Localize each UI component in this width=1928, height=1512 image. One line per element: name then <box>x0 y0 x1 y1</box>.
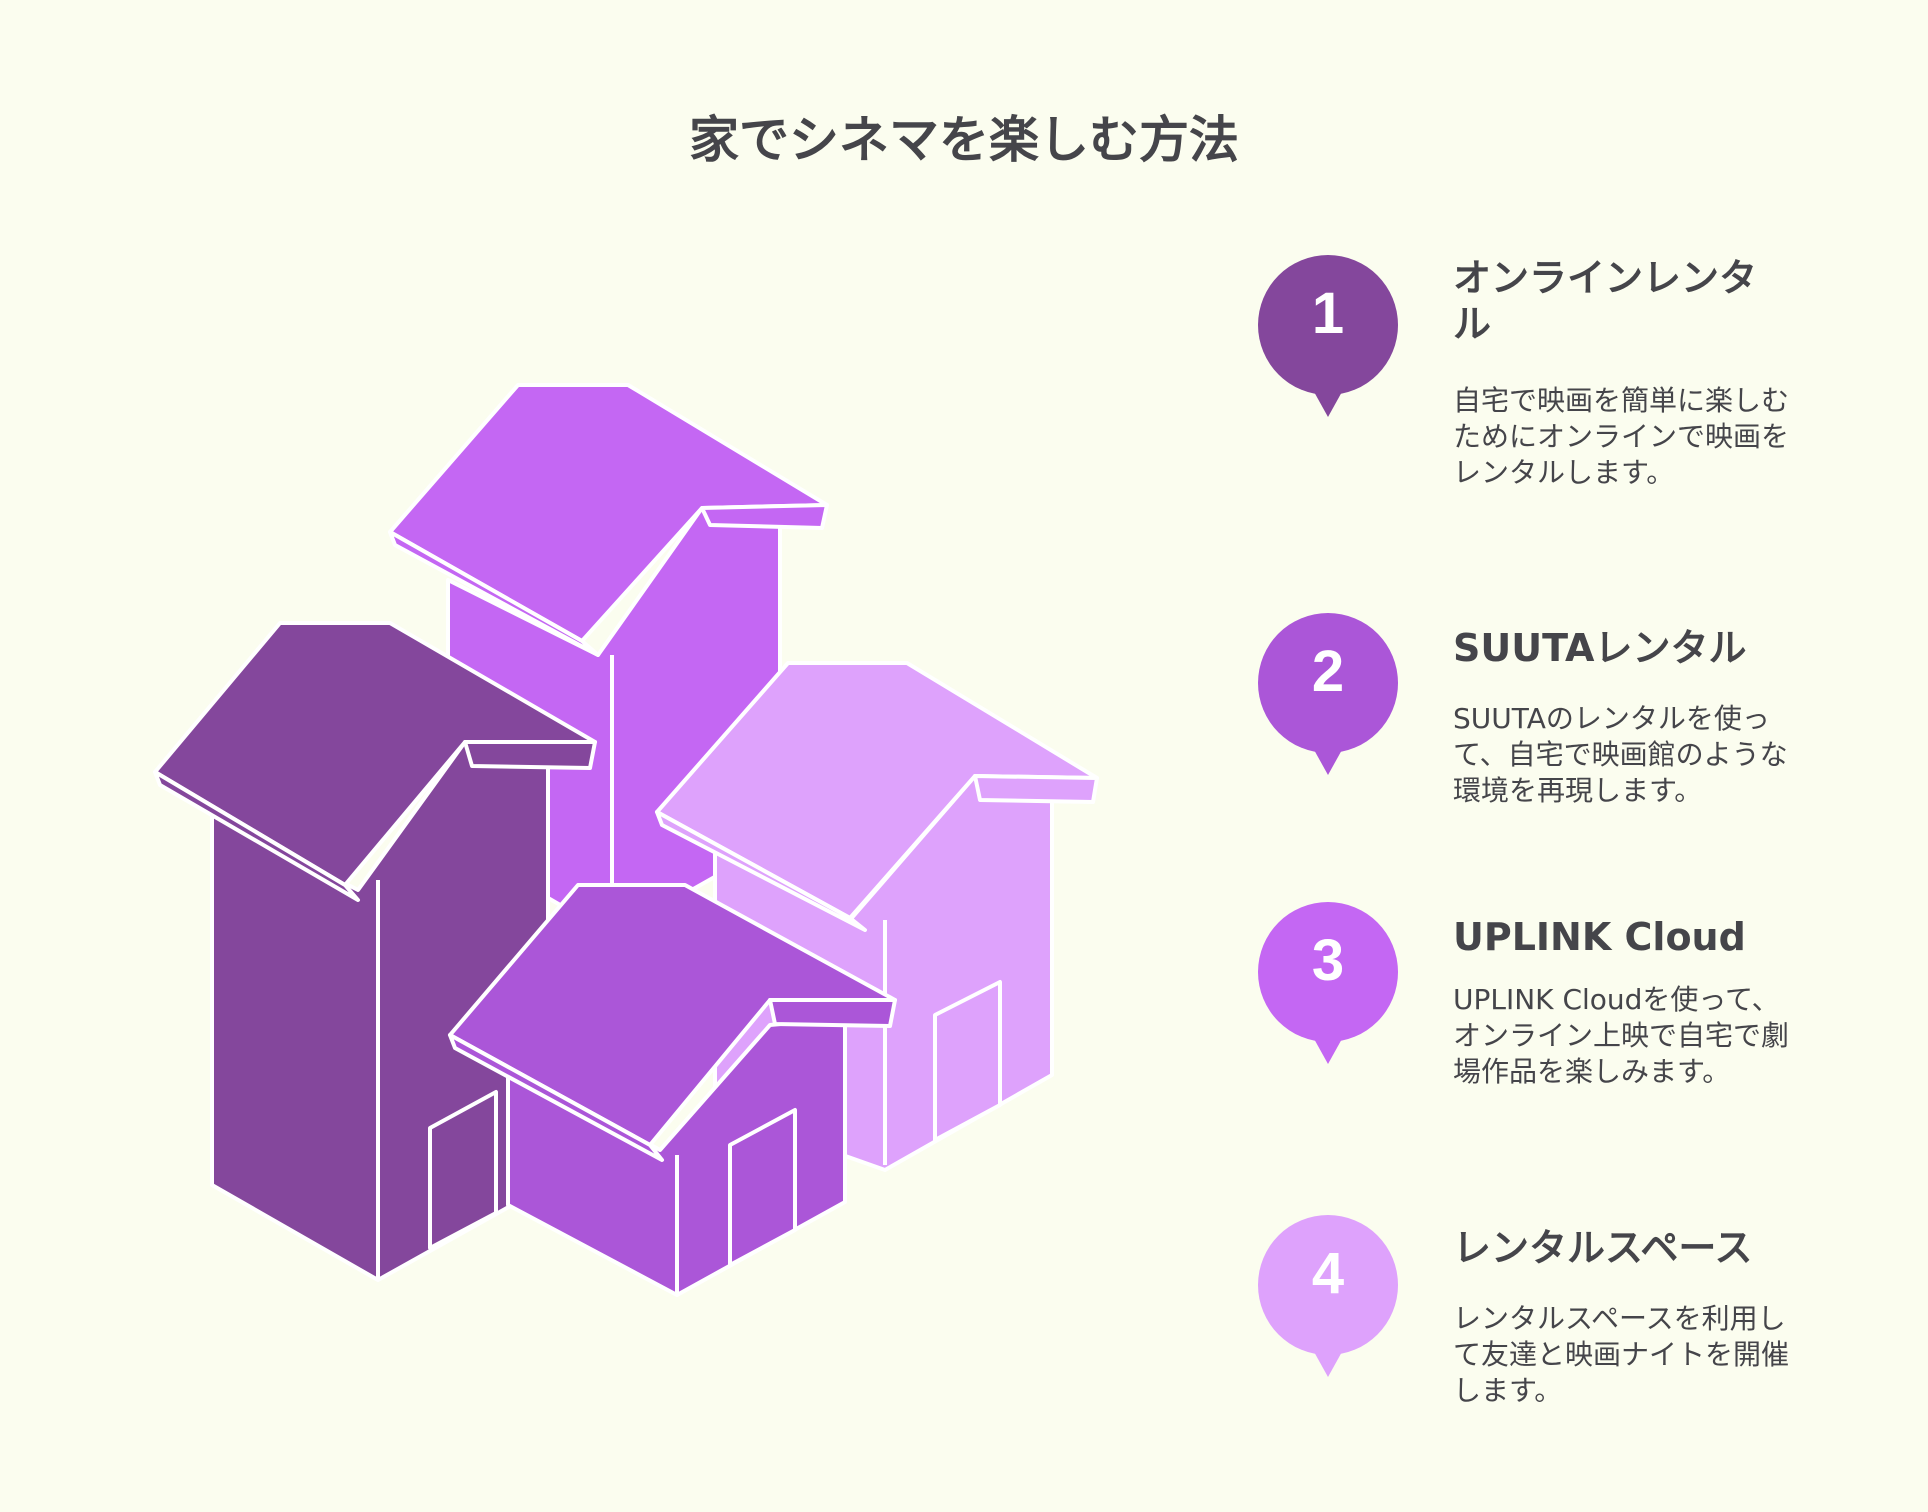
step-title: SUUTAレンタル <box>1453 626 1747 670</box>
step-4: 4 レンタルスペース レンタルスペースを利用して友達と映画ナイトを開催します。 <box>1258 1215 1789 1455</box>
step-number: 3 <box>1311 928 1345 993</box>
step-3: 3 UPLINK Cloud UPLINK Cloudを使って、オンライン上映で… <box>1258 902 1789 1142</box>
step-1: 1 オンラインレンタル 自宅で映画を簡単に楽しむためにオンラインで映画をレンタル… <box>1258 255 1789 495</box>
step-2: 2 SUUTAレンタル SUUTAのレンタルを使って、自宅で映画館のような環境を… <box>1258 613 1788 853</box>
pin-marker: 4 <box>1258 1215 1398 1385</box>
step-description: UPLINK Cloudを使って、オンライン上映で自宅で劇場作品を楽しみます。 <box>1453 983 1790 1088</box>
step-number: 4 <box>1311 1241 1345 1306</box>
house-dark <box>153 621 597 1282</box>
step-title: オンラインレンタル <box>1453 256 1758 346</box>
house-medium <box>448 883 897 1297</box>
pin-marker: 2 <box>1258 613 1398 783</box>
pin-marker: 3 <box>1258 902 1398 1072</box>
page-title: 家でシネマを楽しむ方法 <box>689 111 1239 169</box>
step-description: レンタルスペースを利用して友達と映画ナイトを開催します。 <box>1453 1302 1790 1407</box>
step-title: レンタルスペース <box>1453 1226 1753 1270</box>
pin-marker: 1 <box>1258 255 1398 425</box>
step-number: 1 <box>1311 281 1345 346</box>
step-number: 2 <box>1311 639 1345 704</box>
house-light <box>655 661 1099 1172</box>
step-description: SUUTAのレンタルを使って、自宅で映画館のような環境を再現します。 <box>1453 702 1788 807</box>
step-title: UPLINK Cloud <box>1453 915 1746 959</box>
step-description: 自宅で映画を簡単に楽しむためにオンラインで映画をレンタルします。 <box>1453 384 1790 489</box>
